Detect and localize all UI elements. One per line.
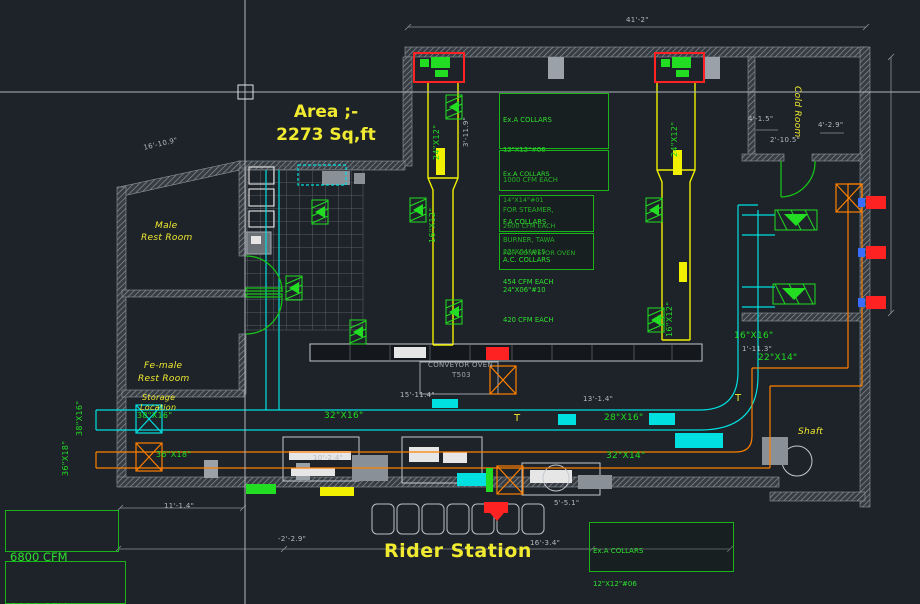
duct-size-label: 38"X16" [137, 411, 173, 420]
door-swings [245, 160, 816, 335]
duct-size-label: 24"X12" [670, 121, 679, 157]
duct-size-label: 16"X12" [428, 207, 437, 243]
room-label-shaft: Shaft [798, 427, 824, 437]
room-label-cold-room: Cold Room [792, 86, 802, 138]
duct-size-label: 22"X14" [758, 353, 798, 363]
machine-note-fa: 6800 CFM F.A MACHINE [5, 510, 119, 564]
dimension-label: 2'-10.5" [770, 136, 801, 144]
exhaust-fan-boxes [413, 52, 705, 83]
kitchen-equipment [282, 171, 813, 496]
dimension-label: 10'-2.4" [313, 454, 344, 462]
exhaust-duct-orange [95, 183, 863, 469]
duct-size-label: 32"X16" [324, 411, 364, 421]
tiled-floor-area [244, 165, 364, 331]
dimension-label: 11'-1.4" [164, 502, 195, 510]
thermostat-mark: T [514, 413, 521, 424]
misc-solids [246, 347, 509, 521]
dimension-label: 1'-11.3" [742, 345, 773, 353]
dimension-label: 13'-1.4" [583, 395, 614, 403]
collar-note-exa-steamer: Ex.A COLLARS 12"X12"#06 1000 CFM EACH FO… [499, 93, 609, 244]
room-label-male: Male [155, 221, 178, 231]
dimension-label: 3'-11.9" [462, 116, 470, 147]
station-title: Rider Station [384, 540, 532, 562]
duct-size-label: 32"X14" [606, 451, 646, 461]
area-value: 2273 Sq,ft [276, 125, 376, 145]
collar-note-exa-conveyor: Ex.A COLLARS 14"X14"#01 2600 CFM EACH FO… [499, 150, 609, 257]
duct-size-label: 16"X16" [734, 331, 774, 341]
collar-note-ac: A.C. COLLARS 24"X06"#10 420 CFM EACH [499, 233, 594, 324]
duct-size-label: 36"X18" [156, 450, 192, 459]
dimension-label: 4'-2.9" [818, 121, 844, 129]
fan-symbols [420, 57, 691, 77]
dimension-label: 15'-11.4" [400, 391, 435, 399]
room-label-female: Fe-male [144, 361, 183, 371]
walls [116, 46, 871, 508]
duct-size-label: 16"X12" [665, 301, 674, 337]
equipment-label: CONVEYOR OVEN [428, 361, 494, 369]
room-label-storage: Storage [142, 393, 176, 402]
restroom-fixtures [246, 166, 275, 255]
cyan-solid-segments [432, 399, 723, 486]
room-label-female-2: Rest Room [138, 374, 190, 384]
blue-markers [858, 198, 865, 307]
dimension-label: 16'-3.4" [530, 539, 561, 547]
dimension-label: 41'-2" [626, 16, 649, 24]
room-label-storage-2: Location [140, 403, 177, 412]
duct-size-label: 36"X18" [61, 440, 70, 476]
seating-row [371, 503, 545, 535]
crosshair-pickbox [237, 84, 254, 100]
yellow-solid-segments [320, 148, 687, 496]
dimension-label: -2'-2.9" [278, 535, 307, 543]
duct-size-label: 24"X12" [432, 124, 441, 160]
machine-note-exa: 8000 CFM Ex.A MACHINE [5, 561, 126, 604]
collar-note-fa: F.A COLLARS 22"X04"#15 454 CFM EACH [499, 195, 594, 286]
dimension-label: 5'-5.1" [554, 499, 580, 507]
area-label: Area ;- [293, 102, 359, 122]
thermostat-mark: T [735, 393, 742, 404]
duct-size-label: 28"X16" [604, 413, 644, 423]
collar-note-exa-bottom: Ex.A COLLARS 12"X12"#06 1000 CFM EACH FO… [589, 522, 734, 588]
dimension-label: 4'-1.5" [748, 115, 774, 123]
area-annotation: Area ;- 2273 Sq,ft [268, 101, 384, 147]
equipment-label: T503 [452, 371, 471, 379]
room-label-male-2: Rest Room [141, 233, 193, 243]
duct-size-label: 38"X16" [75, 400, 84, 436]
supply-duct-cyan [95, 164, 775, 431]
fire-dampers [866, 196, 886, 309]
